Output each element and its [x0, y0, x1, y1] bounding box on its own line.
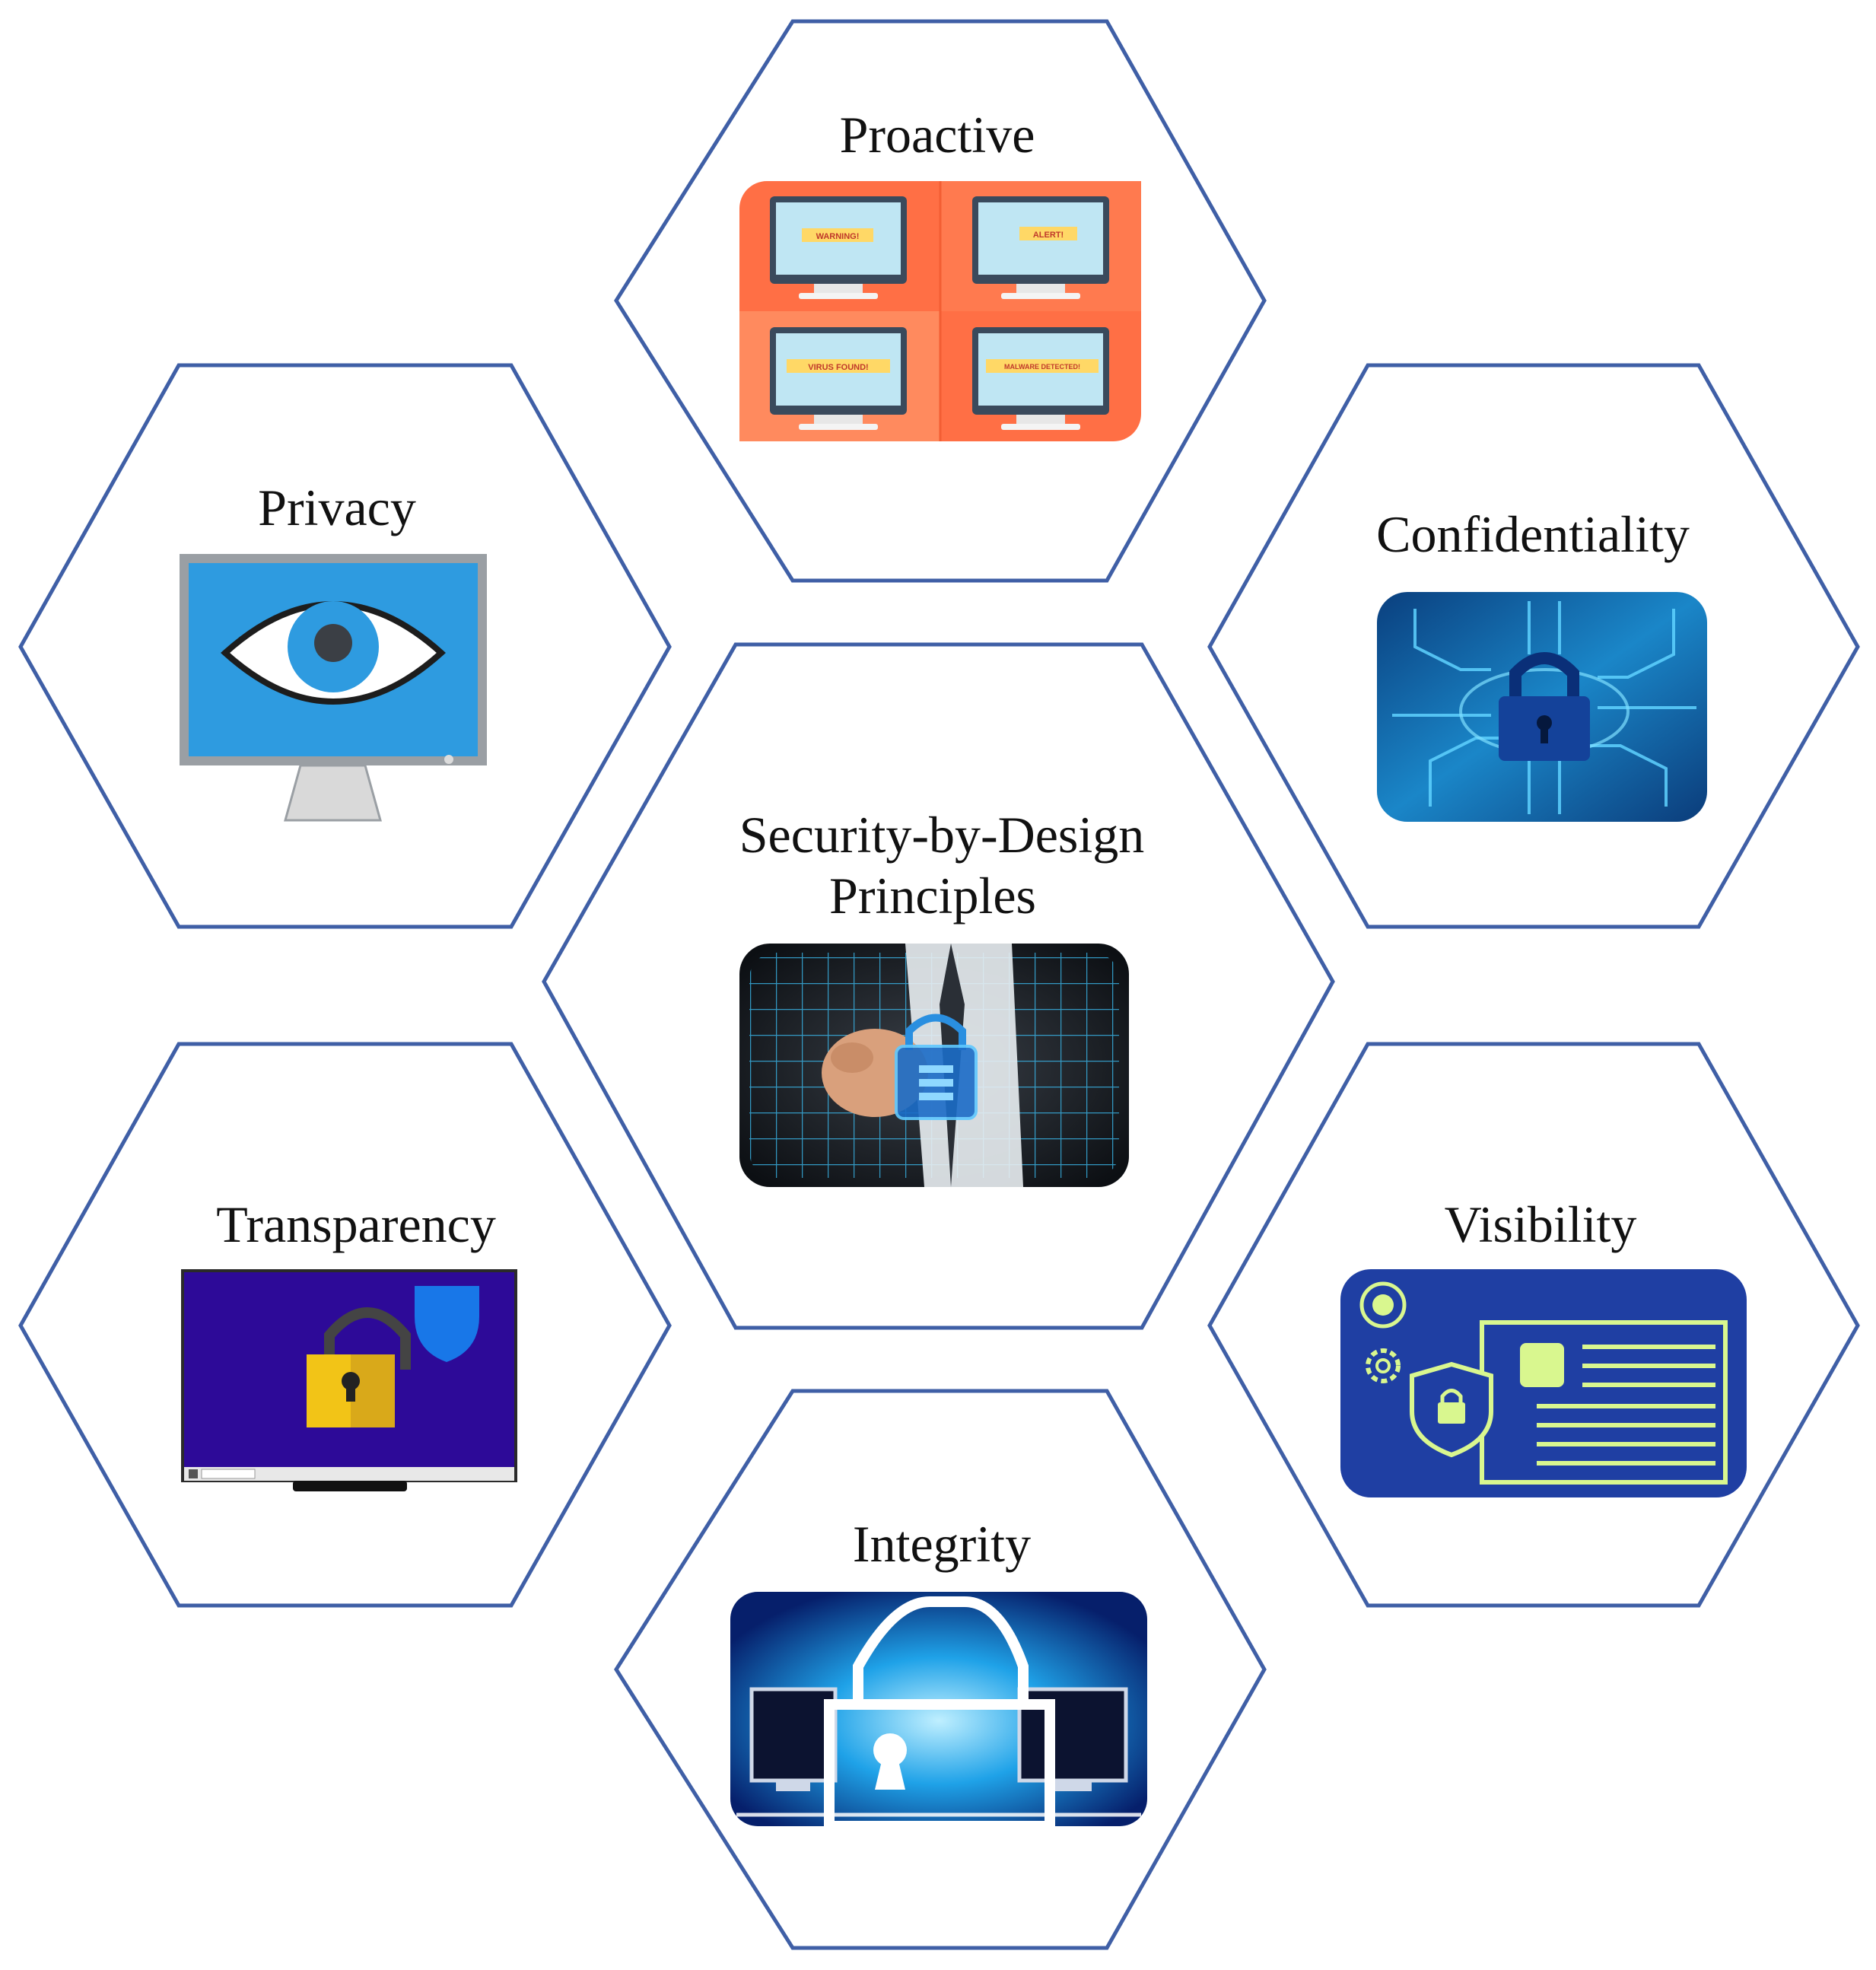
shield-document-icon [1340, 1269, 1747, 1497]
alert-monitors-icon: WARNING! ALERT! VIRUS FOUND! [739, 181, 1141, 441]
hex-confidentiality: Confidentiality [1207, 363, 1860, 929]
monitor-warning: WARNING! [770, 196, 907, 299]
hex-visibility: Visibility [1207, 1042, 1860, 1608]
hex-privacy-label: Privacy [258, 479, 416, 536]
network-padlock-icon [730, 1592, 1147, 1832]
hex-transparency-label: Transparency [216, 1195, 496, 1253]
monitor-virus: VIRUS FOUND! [770, 327, 907, 430]
eye-monitor-icon [180, 554, 487, 822]
circuit-padlock-icon [1377, 592, 1707, 822]
hex-proactive-label: Proactive [840, 106, 1035, 164]
padlock-shield-monitor-icon [181, 1269, 517, 1491]
virus-text: VIRUS FOUND! [808, 363, 868, 372]
malware-text: MALWARE DETECTED! [1004, 363, 1080, 371]
hex-integrity: Integrity [614, 1389, 1267, 1950]
hex-center-label-line2: Principles [829, 867, 1036, 925]
hex-center-label-line1: Security-by-Design [739, 806, 1145, 864]
hex-confidentiality-label: Confidentiality [1376, 505, 1690, 563]
alert-text: ALERT! [1033, 231, 1064, 240]
monitor-alert: ALERT! [972, 196, 1109, 299]
hex-proactive: Proactive WARNING! ALERT! [614, 19, 1267, 583]
hand-padlock-grid-icon [739, 944, 1129, 1187]
monitor-malware: MALWARE DETECTED! [972, 327, 1109, 430]
hex-center: Security-by-Design Principles [542, 642, 1335, 1330]
hex-integrity-label: Integrity [853, 1515, 1031, 1573]
hex-visibility-label: Visibility [1445, 1195, 1637, 1253]
hex-privacy: Privacy [18, 363, 672, 929]
warning-text: WARNING! [816, 232, 860, 241]
hex-transparency: Transparency [18, 1042, 672, 1608]
